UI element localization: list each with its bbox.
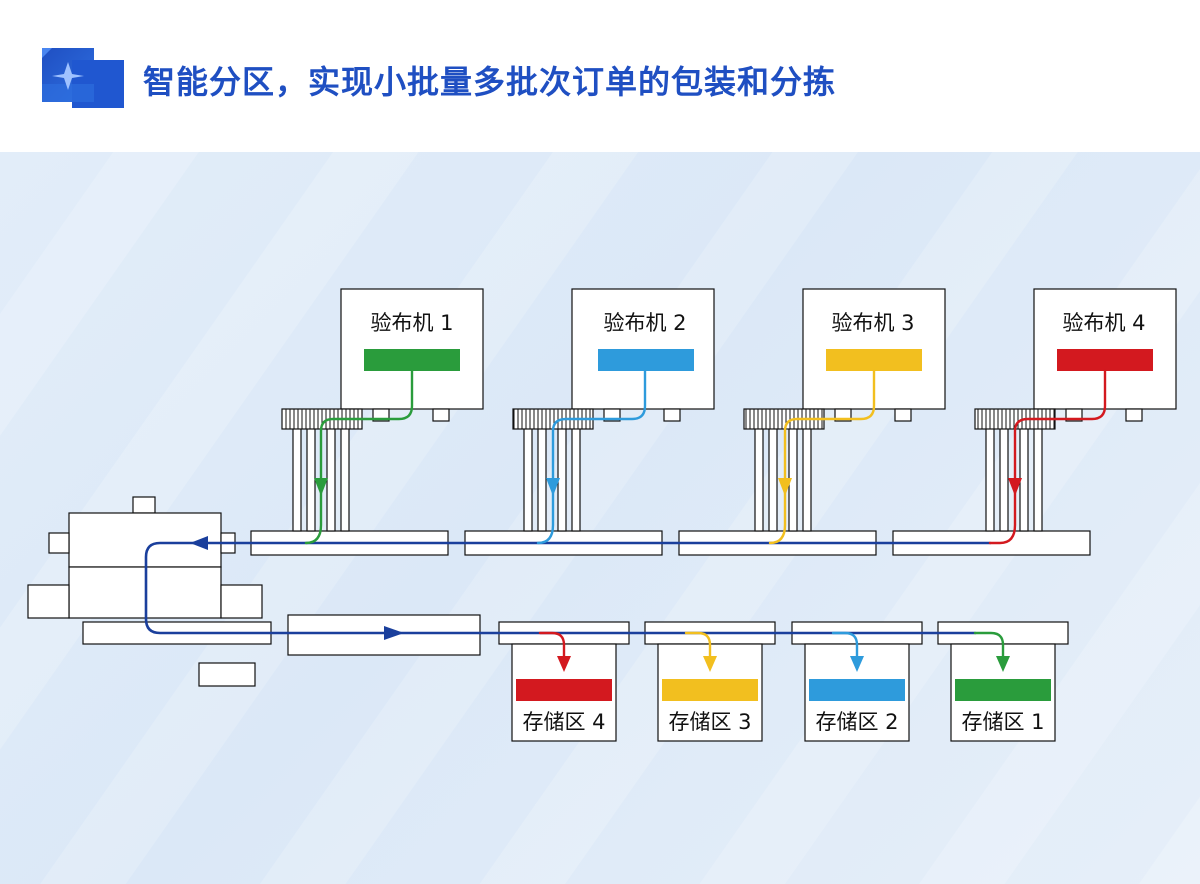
green-path — [304, 369, 414, 545]
drop-arrow-yellow-icon — [703, 656, 717, 672]
logo-icon — [42, 48, 124, 108]
storage-zone-2: 存储区 2 — [804, 643, 910, 742]
drop-path-blue — [831, 631, 859, 662]
drop-path-yellow — [684, 631, 712, 662]
storage-fabric-blue — [809, 679, 905, 701]
storage-label-1: 存储区 1 — [961, 710, 1044, 734]
fabric-blue — [598, 349, 694, 371]
storage-label-3: 存储区 3 — [668, 710, 751, 734]
storage-fabric-red — [516, 679, 612, 701]
yellow-path — [768, 369, 876, 545]
machine-label-3: 验布机 3 — [831, 311, 914, 335]
red-arrow-icon — [1008, 478, 1022, 496]
red-path — [988, 369, 1107, 545]
green-arrow-icon — [314, 478, 328, 496]
main-flow-line — [144, 541, 992, 635]
drop-path-green — [973, 631, 1005, 662]
flow-arrow-right-icon — [384, 626, 404, 640]
fabric-green — [364, 349, 460, 371]
machine-label-2: 验布机 2 — [603, 311, 686, 335]
storage-fabric-yellow — [662, 679, 758, 701]
page-title: 智能分区，实现小批量多批次订单的包装和分拣 — [143, 63, 837, 101]
machine-label-4: 验布机 4 — [1062, 311, 1145, 335]
drop-arrow-green-icon — [996, 656, 1010, 672]
drop-arrow-blue-icon — [850, 656, 864, 672]
storage-fabric-green — [955, 679, 1051, 701]
blue-arrow-icon — [546, 478, 560, 496]
storage-label-4: 存储区 4 — [522, 710, 605, 734]
diagram-canvas: 验布机 1 验布机 2 — [0, 152, 1200, 884]
fabric-sorting-diagram: 验布机 1 验布机 2 — [0, 152, 1200, 884]
drop-arrow-red-icon — [557, 656, 571, 672]
fabric-yellow — [826, 349, 922, 371]
machine-label-1: 验布机 1 — [370, 311, 453, 335]
yellow-arrow-icon — [778, 478, 792, 496]
fabric-red — [1057, 349, 1153, 371]
flow-arrow-left-icon — [190, 536, 208, 550]
storage-label-2: 存储区 2 — [815, 710, 898, 734]
header: 智能分区，实现小批量多批次订单的包装和分拣 — [0, 0, 1200, 152]
drop-path-red — [538, 631, 566, 662]
blue-path — [536, 369, 647, 545]
